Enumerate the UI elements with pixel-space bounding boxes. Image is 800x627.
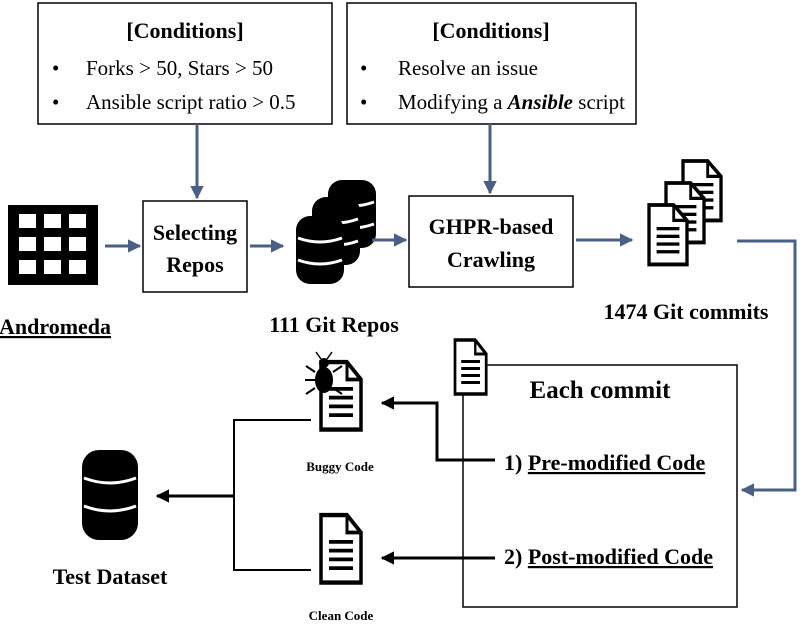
conditions-right-title: [Conditions] [432, 18, 549, 43]
clean-code-document-icon [321, 515, 361, 583]
clean-code-label: Clean Code [309, 608, 374, 623]
bullet-icon: • [360, 56, 367, 80]
post-modified-code-item: 2) Post-modified Code [504, 544, 713, 569]
each-commit-box: Each commit 1) Pre-modified Code 2) Post… [462, 364, 738, 608]
selecting-label-line2: Repos [166, 252, 224, 277]
condition-forks-stars: Forks > 50, Stars > 50 [86, 56, 273, 80]
buggy-code-label: Buggy Code [306, 459, 374, 474]
test-dataset-label: Test Dataset [53, 564, 168, 589]
condition-modifying-ansible: Modifying a Ansible script [398, 90, 625, 114]
git-commits-label: 1474 Git commits [604, 299, 769, 324]
conditions-left-title: [Conditions] [126, 18, 243, 43]
bullet-icon: • [360, 90, 367, 114]
selecting-repos-box: Selecting Repos [142, 200, 248, 293]
selecting-label-line1: Selecting [153, 220, 237, 245]
merge-connector [233, 419, 311, 571]
bullet-icon: • [52, 56, 59, 80]
crawling-label-line2: Crawling [447, 247, 535, 272]
database-stack-icon [294, 178, 378, 286]
document-icon [453, 338, 488, 396]
ghpr-crawling-box: GHPR-based Crawling [408, 195, 574, 288]
conditions-left-box: [Conditions] • Forks > 50, Stars > 50 • … [37, 2, 333, 125]
condition-resolve-issue: Resolve an issue [398, 56, 538, 80]
pre-modified-code-item: 1) Pre-modified Code [504, 450, 705, 475]
git-repos-label: 111 Git Repos [269, 312, 399, 337]
condition-ansible-ratio: Ansible script ratio > 0.5 [86, 90, 296, 114]
grid-icon [8, 205, 98, 285]
crawling-label-line1: GHPR-based [429, 214, 554, 239]
bug-icon [305, 351, 343, 395]
andromeda-label: Andromeda [0, 314, 111, 339]
database-icon [82, 450, 138, 540]
conditions-right-box: [Conditions] • Resolve an issue • Modify… [346, 2, 637, 125]
arrow-commits-to-each-commit [737, 239, 797, 497]
bullet-icon: • [52, 90, 59, 114]
arrow-pre-to-buggy [380, 396, 495, 462]
each-commit-title: Each commit [530, 377, 672, 404]
documents-stack-icon [647, 159, 723, 267]
